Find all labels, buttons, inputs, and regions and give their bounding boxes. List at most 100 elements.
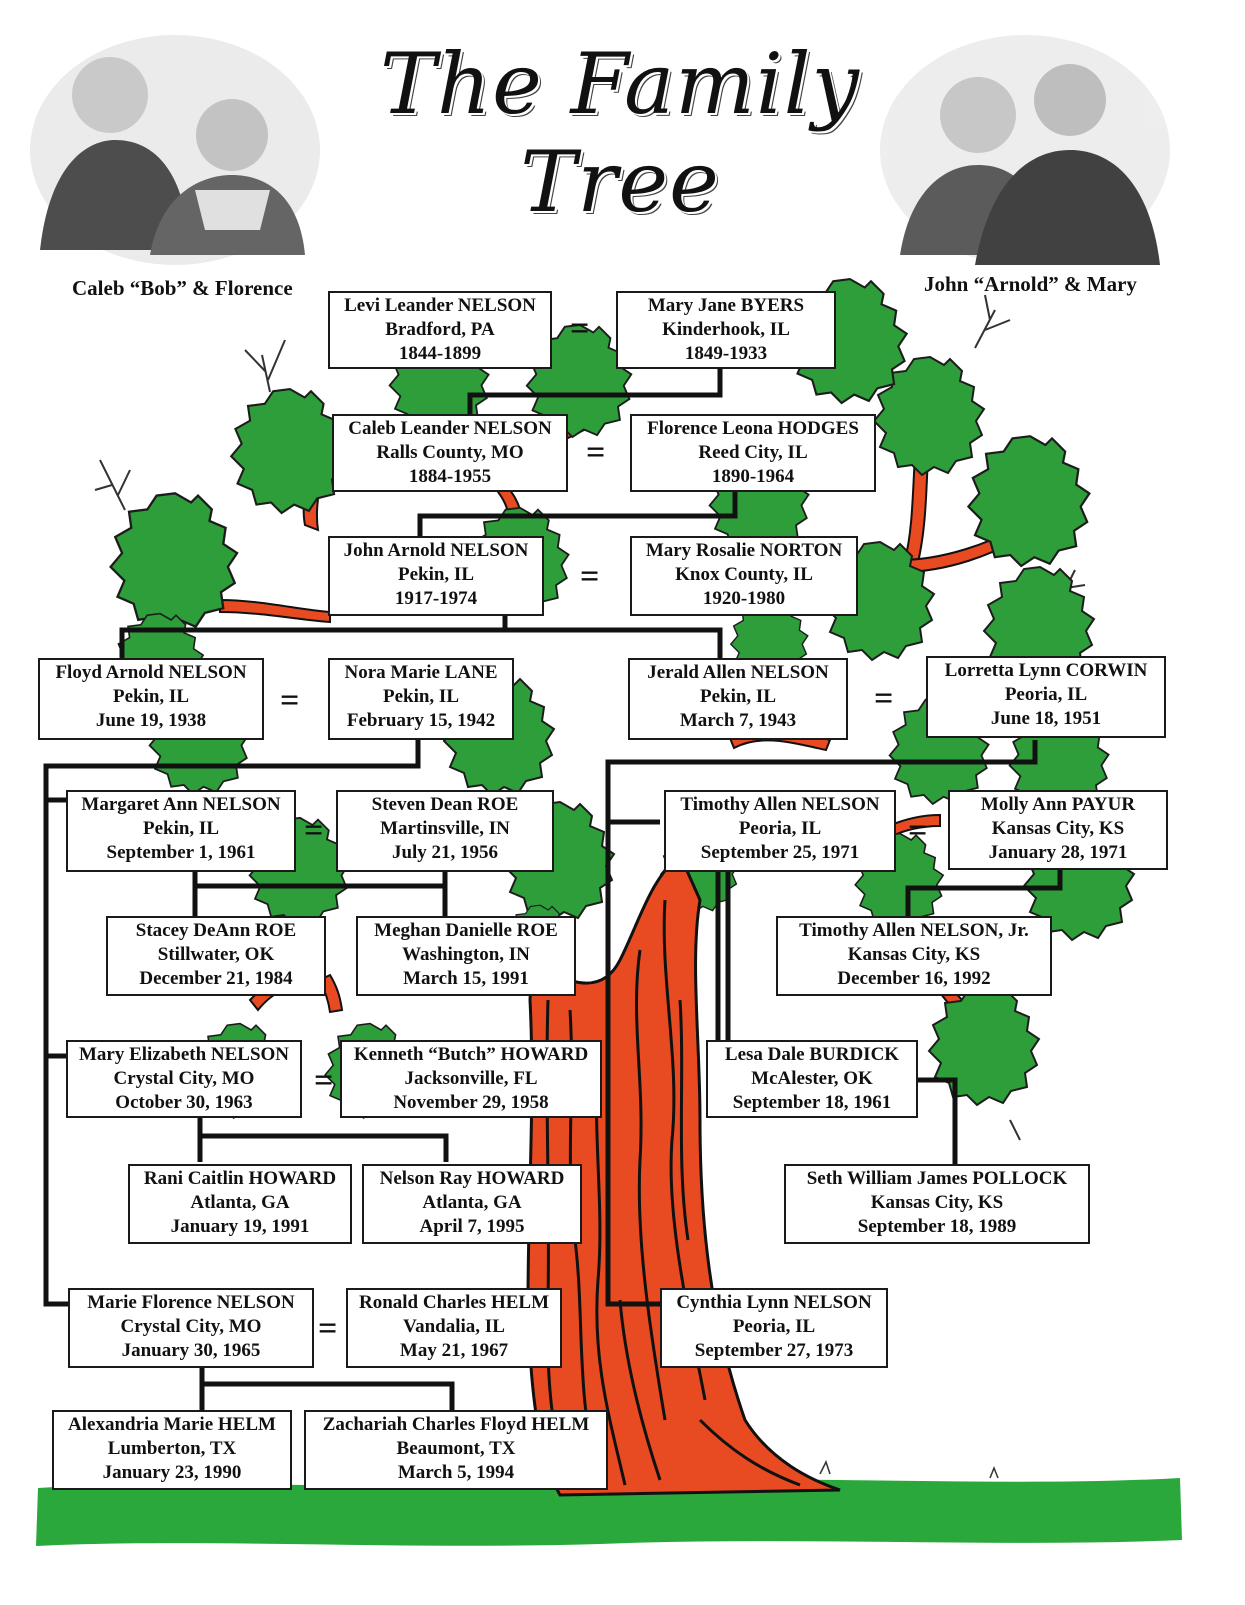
marriage-equals-sign: = [314,1062,334,1099]
person-place: Peoria, IL [1004,684,1088,705]
person-place: Stillwater, OK [157,944,275,965]
marriage-equals-sign: = [570,310,590,347]
marriage-equals-sign: = [586,434,606,471]
person-dates: September 18, 1989 [857,1216,1017,1237]
marriage-equals-sign: = [280,682,300,719]
person-card-caleb: Caleb Leander NELSON Ralls County, MO 18… [332,414,568,492]
photo-right-portrait [880,35,1170,265]
person-card-stacey: Stacey DeAnn ROE Stillwater, OK December… [106,916,326,996]
person-name: Timothy Allen NELSON, Jr. [799,920,1029,941]
person-card-margaret: Margaret Ann NELSON Pekin, IL September … [66,790,296,872]
person-name: Caleb Leander NELSON [348,418,552,439]
person-place: Pekin, IL [112,686,190,707]
person-card-jerald: Jerald Allen NELSON Pekin, IL March 7, 1… [628,658,848,740]
person-card-timothy: Timothy Allen NELSON Peoria, IL Septembe… [664,790,896,872]
person-dates: 1849-1933 [684,343,768,364]
person-name: Margaret Ann NELSON [81,794,281,815]
person-dates: December 16, 1992 [837,968,991,989]
person-place: McAlester, OK [751,1068,873,1089]
marriage-equals-sign: = [580,558,600,595]
person-dates: September 18, 1961 [732,1092,892,1113]
person-place: Ralls County, MO [376,442,524,463]
caption-right-photo: John “Arnold” & Mary [924,272,1137,296]
person-dates: March 7, 1943 [679,710,797,731]
person-name: Florence Leona HODGES [647,418,859,439]
person-name: Levi Leander NELSON [344,295,536,316]
person-place: Martinsville, IN [380,818,510,839]
person-dates: 1890-1964 [711,466,795,487]
caption-left-photo: Caleb “Bob” & Florence [72,276,293,300]
person-dates: December 21, 1984 [139,968,293,989]
person-place: Crystal City, MO [113,1068,255,1089]
person-place: Kansas City, KS [870,1192,1004,1213]
person-dates: July 21, 1956 [391,842,499,863]
person-name: Jerald Allen NELSON [647,662,829,683]
person-card-john: John Arnold NELSON Pekin, IL 1917-1974 [328,536,544,616]
person-card-ronald: Ronald Charles HELM Vandalia, IL May 21,… [346,1288,562,1368]
person-card-seth: Seth William James POLLOCK Kansas City, … [784,1164,1090,1244]
person-card-alexandria: Alexandria Marie HELM Lumberton, TX Janu… [52,1410,292,1490]
person-name: Kenneth “Butch” HOWARD [353,1044,589,1065]
person-card-maryjane: Mary Jane BYERS Kinderhook, IL 1849-1933 [616,291,836,369]
person-name: Meghan Danielle ROE [374,920,558,941]
marriage-equals-sign: = [318,1310,338,1347]
person-name: Lesa Dale BURDICK [724,1044,900,1065]
person-card-lesa: Lesa Dale BURDICK McAlester, OK Septembe… [706,1040,918,1118]
person-card-marie: Marie Florence NELSON Crystal City, MO J… [68,1288,314,1368]
person-name: Steven Dean ROE [371,794,519,815]
person-dates: June 18, 1951 [990,708,1102,729]
person-place: Washington, IN [402,944,530,965]
person-place: Reed City, IL [698,442,808,463]
person-dates: 1844-1899 [398,343,482,364]
photo-left-portrait [30,35,320,265]
person-name: John Arnold NELSON [343,540,529,561]
person-card-maryrosalie: Mary Rosalie NORTON Knox County, IL 1920… [630,536,858,616]
person-dates: January 19, 1991 [170,1216,310,1237]
person-place: Atlanta, GA [190,1192,290,1213]
person-dates: January 28, 1971 [988,842,1128,863]
person-card-zachariah: Zachariah Charles Floyd HELM Beaumont, T… [304,1410,608,1490]
person-place: Crystal City, MO [120,1316,262,1337]
person-place: Vandalia, IL [403,1316,505,1337]
person-dates: June 19, 1938 [95,710,207,731]
person-place: Pekin, IL [382,686,460,707]
person-name: Zachariah Charles Floyd HELM [322,1414,590,1435]
person-place: Knox County, IL [675,564,813,585]
person-place: Bradford, PA [385,319,495,340]
marriage-equals-sign: = [304,812,324,849]
person-name: Mary Jane BYERS [647,295,805,316]
person-place: Peoria, IL [732,1316,816,1337]
person-card-maryeliz: Mary Elizabeth NELSON Crystal City, MO O… [66,1040,302,1118]
person-dates: March 5, 1994 [397,1462,515,1483]
person-dates: January 30, 1965 [121,1340,261,1361]
person-name: Seth William James POLLOCK [806,1168,1068,1189]
person-place: Kansas City, KS [847,944,981,965]
person-place: Beaumont, TX [396,1438,516,1459]
person-dates: April 7, 1995 [419,1216,525,1237]
person-dates: September 27, 1973 [694,1340,854,1361]
ground [36,1478,1182,1546]
person-name: Molly Ann PAYUR [980,794,1136,815]
person-dates: May 21, 1967 [399,1340,509,1361]
person-card-steven: Steven Dean ROE Martinsville, IN July 21… [336,790,554,872]
person-name: Cynthia Lynn NELSON [676,1292,872,1313]
marriage-equals-sign: = [908,812,928,849]
person-card-kenneth: Kenneth “Butch” HOWARD Jacksonville, FL … [340,1040,602,1118]
person-name: Lorretta Lynn CORWIN [944,660,1148,681]
person-name: Ronald Charles HELM [358,1292,550,1313]
person-place: Pekin, IL [699,686,777,707]
person-name: Rani Caitlin HOWARD [143,1168,337,1189]
connector-lines [43,365,1063,1412]
person-card-lorretta: Lorretta Lynn CORWIN Peoria, IL June 18,… [926,656,1166,738]
person-card-floyd: Floyd Arnold NELSON Pekin, IL June 19, 1… [38,658,264,740]
person-card-nora: Nora Marie LANE Pekin, IL February 15, 1… [328,658,514,740]
person-dates: September 1, 1961 [106,842,256,863]
person-name: Marie Florence NELSON [87,1292,295,1313]
person-card-molly: Molly Ann PAYUR Kansas City, KS January … [948,790,1168,870]
person-name: Mary Rosalie NORTON [645,540,843,561]
person-name: Nelson Ray HOWARD [379,1168,565,1189]
person-name: Stacey DeAnn ROE [135,920,297,941]
person-dates: 1920-1980 [702,588,786,609]
person-place: Jacksonville, FL [404,1068,538,1089]
